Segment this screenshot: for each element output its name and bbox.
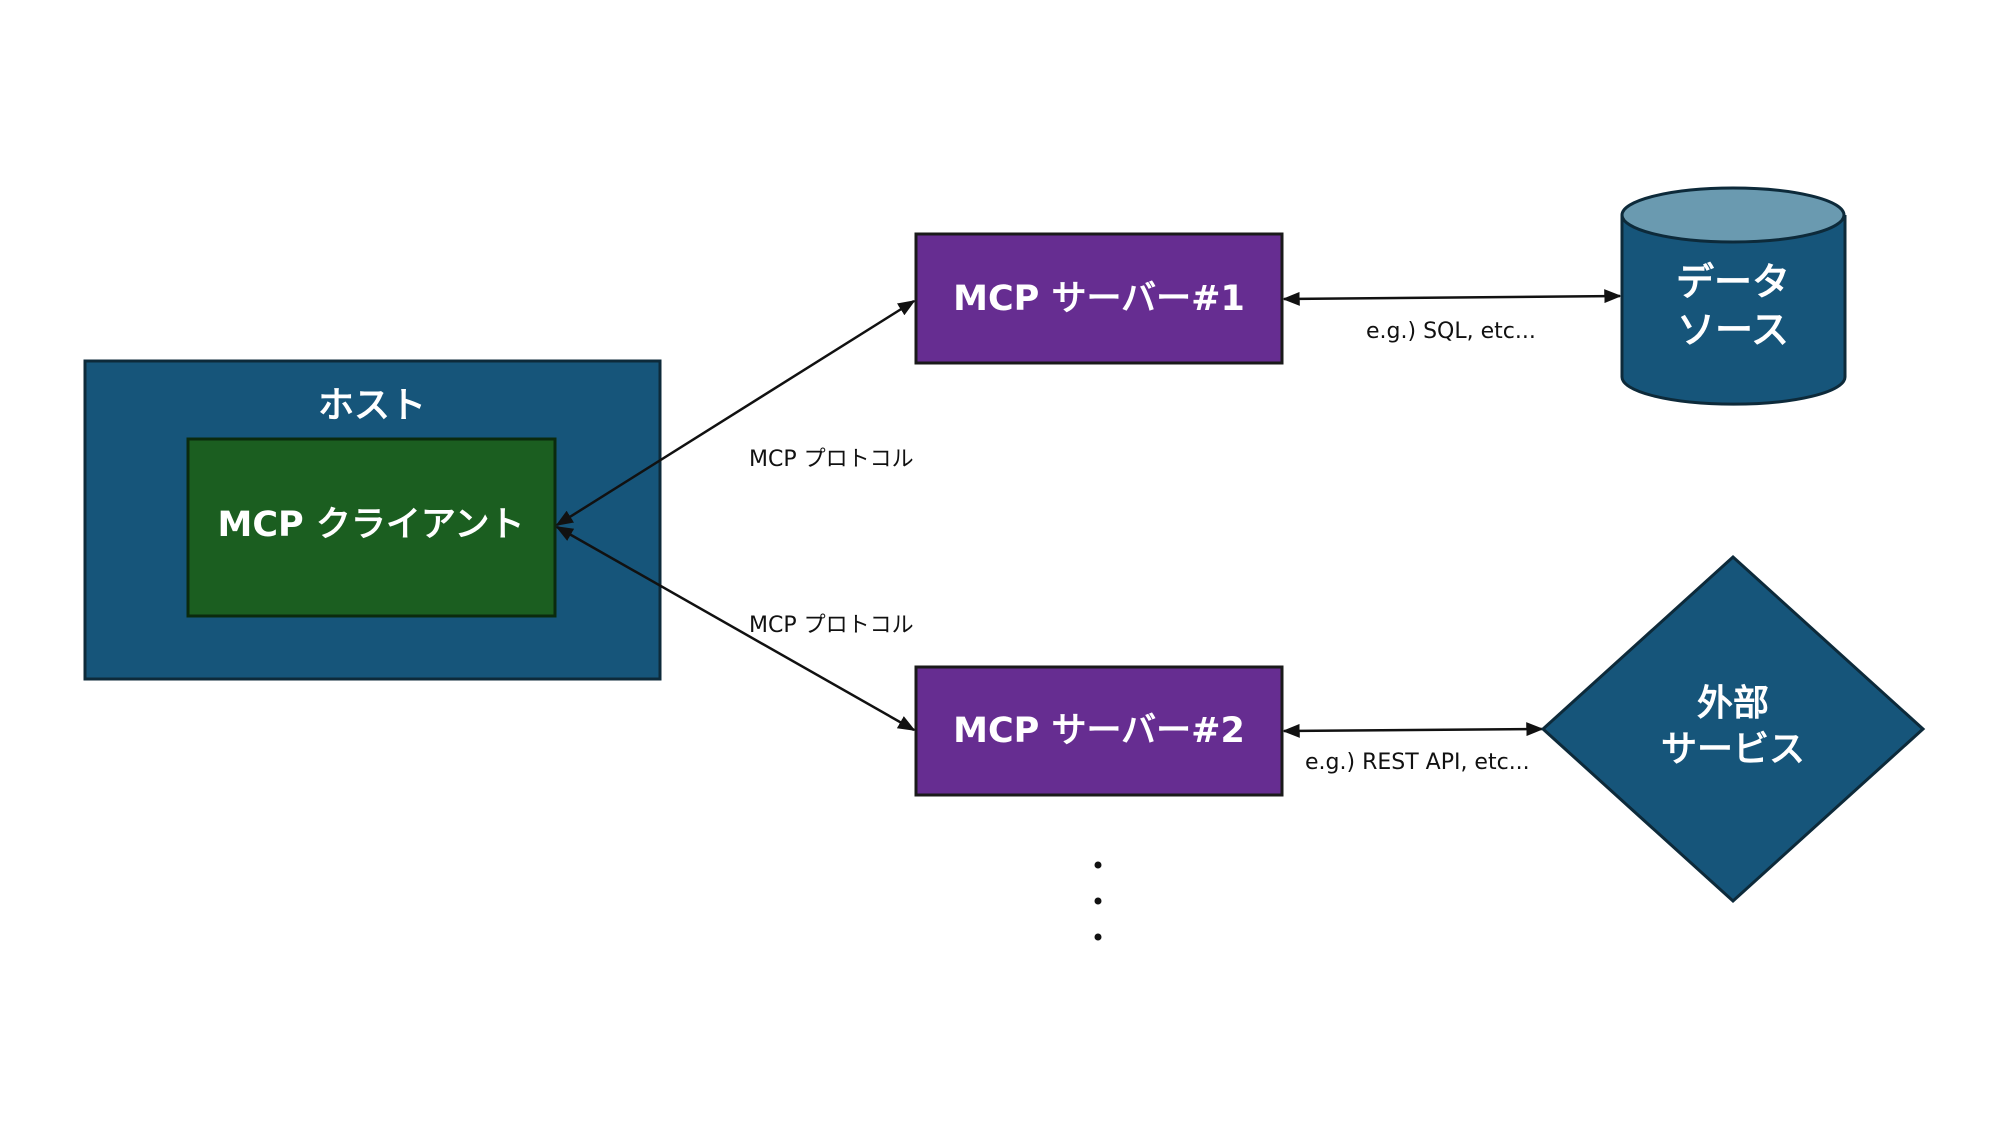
server-2-label: MCP サーバー#2 <box>953 711 1245 751</box>
external-service-label-line1: 外部 <box>1697 683 1769 724</box>
client-box: MCP クライアント <box>186 437 557 618</box>
server-2-box: MCP サーバー#2 <box>914 665 1284 797</box>
server-1-label: MCP サーバー#1 <box>953 279 1245 319</box>
protocol-arrow-2 <box>555 525 916 732</box>
rest-arrow <box>1282 722 1544 738</box>
protocol-label-2: MCP プロトコル <box>749 613 914 638</box>
server-1-box: MCP サーバー#1 <box>914 232 1284 365</box>
sql-arrow <box>1282 289 1622 306</box>
host-label: ホスト <box>318 385 426 426</box>
protocol-label-1: MCP プロトコル <box>749 447 914 472</box>
sql-label: e.g.) SQL, etc... <box>1366 319 1536 344</box>
external-service-diamond: 外部 サービス <box>1540 554 1926 904</box>
data-source-label-line2: ソース <box>1677 308 1789 352</box>
data-source-label-line1: データ <box>1676 260 1790 304</box>
more-servers-ellipsis <box>1094 861 1102 941</box>
rest-label: e.g.) REST API, etc... <box>1305 750 1530 775</box>
protocol-arrow-1 <box>555 299 916 527</box>
data-source-cylinder: データ ソース <box>1620 186 1847 406</box>
client-label: MCP クライアント <box>218 505 525 545</box>
external-service-label-line2: サービス <box>1661 729 1805 770</box>
